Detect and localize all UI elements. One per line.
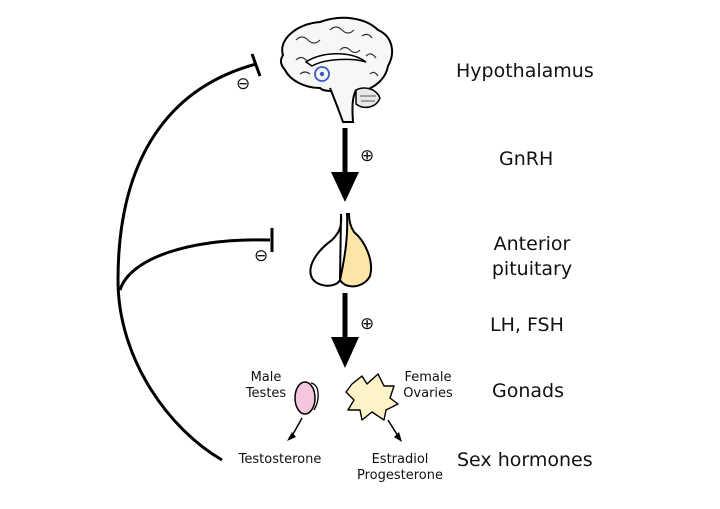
label-gonads: Gonads — [492, 380, 564, 402]
label-male-testes: Male Testes — [236, 370, 296, 402]
testis-output-arrow — [287, 417, 303, 441]
label-anterior-pituitary-line2: pituitary — [491, 258, 573, 280]
ovary-icon — [345, 373, 399, 421]
label-progesterone: Progesterone — [357, 468, 443, 483]
pituitary-icon — [309, 213, 372, 288]
brain-icon — [279, 16, 394, 123]
label-anterior-pituitary: Anterior pituitary — [470, 232, 594, 282]
label-female-ovaries: Female Ovaries — [396, 370, 460, 402]
hypothalamus-marker — [314, 66, 330, 82]
label-hypothalamus: Hypothalamus — [456, 60, 594, 82]
label-testes: Testes — [245, 386, 287, 401]
gnrh-arrow — [331, 128, 359, 202]
feedback-lines — [116, 53, 274, 462]
stimulation-sign-gnrh: ⊕ — [360, 146, 375, 166]
label-estradiol: Estradiol — [371, 452, 429, 467]
stimulation-sign-lh-fsh: ⊕ — [360, 314, 375, 334]
lh-fsh-arrow — [331, 293, 359, 368]
label-anterior-pituitary-line1: Anterior — [493, 233, 571, 255]
label-female: Female — [404, 370, 452, 385]
inhibition-sign-pituitary: ⊖ — [254, 246, 269, 266]
label-male: Male — [250, 370, 282, 385]
ovary-output-arrow — [387, 419, 402, 442]
label-testosterone: Testosterone — [238, 452, 322, 467]
label-gnrh: GnRH — [499, 148, 554, 170]
testis-icon — [294, 381, 319, 415]
label-lh-fsh: LH, FSH — [490, 314, 564, 336]
inhibition-sign-hypothalamus: ⊖ — [236, 74, 251, 94]
label-ovaries: Ovaries — [403, 386, 453, 401]
label-female-hormones: Estradiol Progesterone — [350, 452, 450, 484]
hypothalamus-inhibition-bar — [250, 53, 262, 77]
label-sex-hormones: Sex hormones — [457, 449, 593, 471]
